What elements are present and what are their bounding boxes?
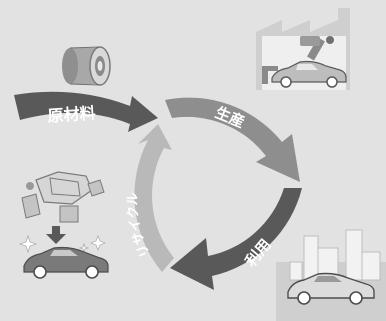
recycle-arrow: リサイクル	[126, 124, 174, 272]
sparkle-icon	[19, 235, 106, 253]
factory-illustration	[256, 8, 350, 90]
raw-material-arrow: 原材料	[14, 91, 158, 132]
production-arrow: 生産	[165, 97, 300, 182]
robot-arm-icon	[262, 36, 334, 84]
raw-material-label: 原材料	[47, 103, 96, 125]
down-arrow-icon	[46, 226, 66, 244]
car-parts-icon	[21, 171, 105, 223]
factory-car-icon	[271, 60, 347, 88]
metal-roll-icon	[62, 46, 111, 86]
recycled-car-icon	[23, 246, 109, 279]
city-illustration	[276, 229, 386, 321]
production-label: 生産	[213, 103, 248, 131]
city-car-icon	[287, 272, 375, 305]
buildings-icon	[289, 229, 381, 281]
